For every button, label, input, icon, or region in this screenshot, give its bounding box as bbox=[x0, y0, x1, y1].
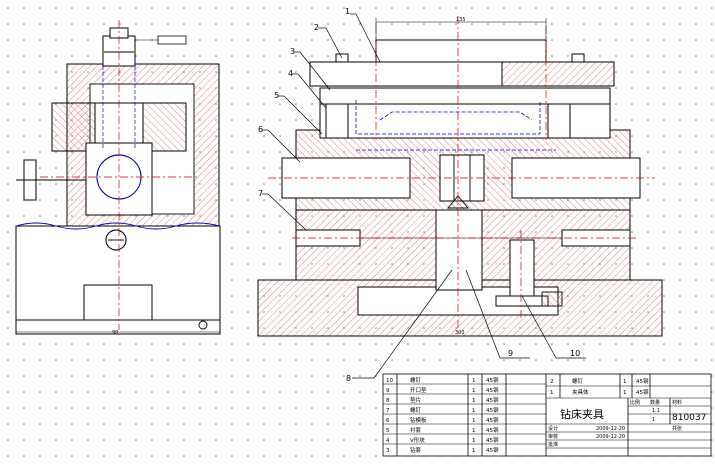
parts-row-name: 螺钉 bbox=[410, 376, 422, 384]
parts-row-material: 45钢 bbox=[486, 416, 499, 424]
parts-row-no: 1 bbox=[550, 390, 554, 396]
title-block bbox=[382, 373, 712, 457]
callout-2: 2 bbox=[314, 23, 319, 32]
parts-row-name: 衬套 bbox=[410, 426, 422, 434]
parts-row-material: 45钢 bbox=[636, 377, 649, 385]
parts-row-qty: 1 bbox=[472, 448, 476, 454]
parts-row-qty: 1 bbox=[472, 388, 476, 394]
dim-left-width: 90 bbox=[112, 330, 118, 336]
callout-4: 4 bbox=[288, 69, 293, 78]
leader-lines bbox=[262, 13, 586, 379]
parts-row-qty: 1 bbox=[472, 428, 476, 434]
parts-row-qty: 1 bbox=[472, 378, 476, 384]
title-block-right-rows: 2 螺钉 1 45钢 1 夹具体 1 45钢 bbox=[550, 377, 649, 396]
callout-labels: 1 2 3 4 5 6 7 8 9 10 bbox=[258, 7, 580, 383]
parts-row-material: 45钢 bbox=[486, 436, 499, 444]
parts-row-no: 3 bbox=[386, 448, 390, 454]
side-view bbox=[15, 27, 221, 335]
callout-1: 1 bbox=[345, 7, 350, 16]
side-view-centerlines bbox=[40, 20, 200, 330]
parts-row-no: 5 bbox=[386, 428, 390, 434]
front-view bbox=[257, 39, 663, 337]
dimension-top bbox=[375, 18, 547, 40]
dim-bottom-width: 300 bbox=[455, 330, 465, 336]
parts-row-no: 8 bbox=[386, 398, 390, 404]
label-scale: 比例 bbox=[630, 399, 640, 406]
label-sheet: 共张 bbox=[672, 425, 682, 432]
tolerance-frame bbox=[157, 35, 187, 45]
parts-row-no: 6 bbox=[386, 418, 390, 424]
parts-row-qty: 1 bbox=[472, 438, 476, 444]
side-view-hidden bbox=[102, 60, 136, 148]
parts-row-qty: 1 bbox=[623, 379, 627, 385]
drawing-number: 810037 bbox=[672, 413, 706, 423]
callout-5: 5 bbox=[274, 91, 279, 100]
parts-row-name: V形块 bbox=[410, 436, 425, 444]
value-scale: 1:1 bbox=[652, 408, 660, 414]
parts-row-material: 45钢 bbox=[486, 376, 499, 384]
parts-row-name: 垫片 bbox=[410, 396, 421, 404]
label-check: 审核 bbox=[548, 433, 558, 440]
parts-row-no: 7 bbox=[386, 408, 390, 414]
parts-row-material: 45钢 bbox=[636, 388, 649, 396]
front-view-centerlines bbox=[268, 16, 655, 330]
parts-row-no: 9 bbox=[386, 388, 390, 394]
parts-row-material: 45钢 bbox=[486, 386, 499, 394]
parts-row-qty: 1 bbox=[472, 398, 476, 404]
date-design: 2009-12-20 bbox=[596, 426, 625, 432]
parts-row-qty: 1 bbox=[623, 390, 627, 396]
parts-row-name: 钻模板 bbox=[410, 416, 427, 424]
callout-3: 3 bbox=[290, 47, 295, 56]
value-qty: 1 bbox=[652, 417, 655, 423]
title-block-rows bbox=[383, 383, 711, 449]
parts-row-name: 钻套 bbox=[410, 446, 422, 454]
parts-row-material: 45钢 bbox=[486, 426, 499, 434]
parts-row-material: 45钢 bbox=[486, 396, 499, 404]
callout-7: 7 bbox=[258, 189, 263, 198]
parts-row-no: 2 bbox=[550, 379, 554, 385]
parts-row-no: 4 bbox=[386, 438, 390, 444]
label-qty: 数量 bbox=[650, 399, 660, 406]
label-design: 设计 bbox=[548, 425, 558, 432]
parts-row-qty: 1 bbox=[472, 408, 476, 414]
parts-row-qty: 1 bbox=[472, 418, 476, 424]
drawing-title: 钻床夹具 bbox=[560, 407, 604, 421]
parts-row-material: 45钢 bbox=[486, 446, 499, 454]
label-material: 材料 bbox=[672, 399, 682, 406]
parts-row-name: 螺钉 bbox=[572, 377, 584, 385]
parts-row-material: 45钢 bbox=[486, 406, 499, 414]
title-block-labels: 比例 数量 材料 1:1 1 设计 审核 批准 共张 2009-12-20 20… bbox=[548, 399, 682, 448]
callout-10: 10 bbox=[570, 349, 580, 358]
front-view-hidden bbox=[355, 100, 556, 151]
parts-row-name: 开口垫 bbox=[410, 386, 427, 394]
date-check: 2009-12-20 bbox=[596, 434, 625, 440]
parts-row-name: 螺钉 bbox=[410, 406, 422, 414]
title-block-left-rows: 10 螺钉 1 45钢 9 开口垫 1 45钢 8 垫片 1 45钢 7 螺钉 1 45钢 6 钻模板 1 45钢 5 衬… bbox=[386, 376, 499, 454]
label-approve: 批准 bbox=[548, 441, 558, 448]
callout-6: 6 bbox=[258, 125, 263, 134]
parts-row-no: 10 bbox=[386, 378, 393, 384]
parts-row-name: 夹具体 bbox=[572, 388, 589, 396]
callout-9: 9 bbox=[508, 349, 513, 358]
callout-8: 8 bbox=[346, 374, 351, 383]
dim-top-width: 135 bbox=[456, 17, 466, 23]
